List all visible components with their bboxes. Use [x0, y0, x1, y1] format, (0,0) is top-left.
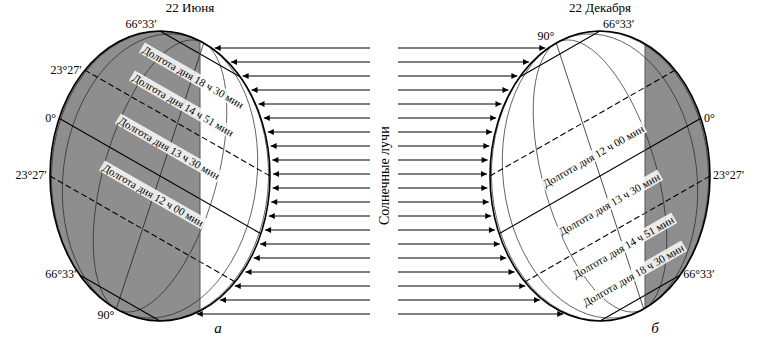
sun-ray-arrow: [273, 174, 370, 175]
terminator: [645, 0, 646, 339]
latitude-label: 66°33′: [126, 18, 157, 31]
pole-label: 90°: [97, 309, 114, 322]
globe-grid: [455, 0, 744, 339]
latitude-label: 66°33′: [603, 18, 634, 31]
sun-ray-arrow: [398, 202, 489, 203]
sun-ray-arrow: [398, 76, 517, 77]
sun-ray-arrow: [398, 90, 508, 91]
sun-ray-arrow: [398, 160, 488, 161]
sun-ray-arrow: [245, 272, 370, 273]
sun-ray-arrow: [260, 244, 370, 245]
globe-grid: [15, 0, 304, 339]
sun-ray-arrow: [258, 104, 370, 105]
sun-ray-arrow: [398, 118, 496, 119]
globe-outline: [490, 31, 710, 321]
sun-ray-arrow: [398, 314, 563, 315]
sun-ray-arrow: [398, 62, 529, 63]
sun-ray-arrow: [398, 258, 506, 259]
latitude-line: [520, 31, 600, 77]
sun-ray-arrow: [220, 300, 370, 301]
sun-ray-arrow: [268, 132, 370, 133]
sun-ray-arrow: [231, 62, 370, 63]
sun-ray-arrow: [398, 104, 502, 105]
sun-ray-arrow: [398, 48, 545, 49]
sun-ray-arrow: [265, 230, 370, 231]
figure-letter: б: [651, 320, 659, 337]
sun-ray-arrow: [398, 300, 540, 301]
latitude-label: 23°27′: [16, 169, 47, 182]
latitude-label: 66°33′: [45, 268, 76, 281]
sun-ray-arrow: [398, 244, 500, 245]
season-title: 22 Июня: [166, 1, 214, 15]
latitude-label: 0°: [45, 112, 56, 125]
sun-ray-arrow: [398, 230, 495, 231]
latitude-label: 23°27′: [50, 64, 81, 77]
figure-letter: а: [214, 320, 222, 337]
sun-ray-arrow: [215, 48, 370, 49]
season-title: 22 Декабря: [569, 1, 631, 15]
sun-ray-arrow: [398, 272, 515, 273]
sun-ray-arrow: [269, 216, 370, 217]
meridian: [29, 0, 291, 339]
sun-ray-arrow: [252, 90, 370, 91]
sun-ray-arrow: [398, 174, 487, 175]
sun-ray-arrow: [398, 132, 492, 133]
latitude-label: 23°27′: [713, 169, 744, 182]
latitude-label: 0°: [704, 112, 715, 125]
sun-ray-arrow: [273, 188, 370, 189]
globe-outline: [50, 31, 270, 321]
sun-ray-arrow: [235, 286, 370, 287]
night-side: [645, 0, 769, 339]
sun-ray-arrow: [398, 188, 487, 189]
meridian: [457, 0, 743, 339]
sun-rays-label: Солнечные лучи: [376, 127, 391, 226]
sun-ray-arrow: [271, 202, 370, 203]
sun-ray-arrow: [398, 146, 489, 147]
meridian: [17, 0, 303, 339]
sun-ray-arrow: [243, 76, 370, 77]
meridian: [469, 0, 731, 339]
sun-ray-arrow: [272, 160, 370, 161]
sun-ray-arrow: [271, 146, 370, 147]
sun-ray-arrow: [398, 286, 525, 287]
sun-ray-arrow: [398, 216, 491, 217]
latitude-label: 66°33′: [683, 268, 714, 281]
latitude-line: [80, 275, 160, 321]
sun-ray-arrow: [264, 118, 370, 119]
sun-ray-arrow: [254, 258, 370, 259]
pole-label: 90°: [537, 30, 554, 43]
sun-ray-arrow: [197, 314, 370, 315]
